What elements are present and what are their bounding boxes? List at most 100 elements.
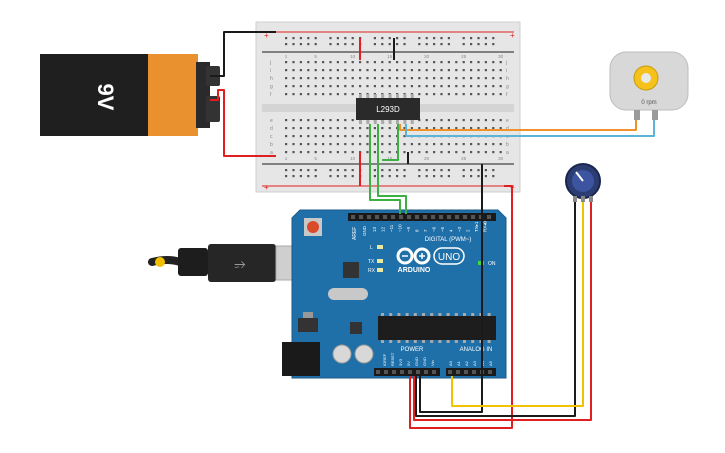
terminal-hole[interactable] — [484, 77, 487, 80]
rail-hole[interactable] — [388, 169, 391, 172]
terminal-hole[interactable] — [381, 143, 384, 146]
power-header-pin[interactable] — [424, 370, 428, 374]
terminal-hole[interactable] — [425, 77, 428, 80]
terminal-hole[interactable] — [388, 77, 391, 80]
terminal-hole[interactable] — [344, 93, 347, 96]
rail-hole[interactable] — [484, 169, 487, 172]
terminal-hole[interactable] — [396, 69, 399, 72]
terminal-hole[interactable] — [292, 93, 295, 96]
terminal-hole[interactable] — [470, 151, 473, 154]
header-pin[interactable] — [383, 215, 387, 219]
terminal-hole[interactable] — [455, 93, 458, 96]
rail-hole[interactable] — [388, 175, 391, 178]
rail-hole[interactable] — [299, 43, 302, 46]
rail-hole[interactable] — [314, 169, 317, 172]
terminal-hole[interactable] — [447, 151, 450, 154]
terminal-hole[interactable] — [418, 151, 421, 154]
terminal-hole[interactable] — [455, 77, 458, 80]
terminal-hole[interactable] — [299, 127, 302, 130]
terminal-hole[interactable] — [285, 85, 288, 88]
rail-hole[interactable] — [396, 175, 399, 178]
rail-hole[interactable] — [336, 169, 339, 172]
terminal-hole[interactable] — [403, 85, 406, 88]
rail-hole[interactable] — [307, 175, 310, 178]
terminal-hole[interactable] — [322, 77, 325, 80]
terminal-hole[interactable] — [425, 119, 428, 122]
terminal-hole[interactable] — [381, 69, 384, 72]
rail-hole[interactable] — [403, 169, 406, 172]
terminal-hole[interactable] — [307, 69, 310, 72]
rail-hole[interactable] — [396, 169, 399, 172]
header-pin[interactable] — [487, 215, 491, 219]
terminal-hole[interactable] — [440, 69, 443, 72]
rail-hole[interactable] — [292, 37, 295, 40]
terminal-hole[interactable] — [381, 61, 384, 64]
terminal-hole[interactable] — [299, 135, 302, 138]
rail-hole[interactable] — [329, 37, 332, 40]
terminal-hole[interactable] — [336, 69, 339, 72]
rail-hole[interactable] — [329, 175, 332, 178]
terminal-hole[interactable] — [299, 93, 302, 96]
terminal-hole[interactable] — [314, 69, 317, 72]
rail-hole[interactable] — [492, 169, 495, 172]
terminal-hole[interactable] — [499, 93, 502, 96]
rail-hole[interactable] — [292, 169, 295, 172]
terminal-hole[interactable] — [477, 85, 480, 88]
terminal-hole[interactable] — [329, 77, 332, 80]
rail-hole[interactable] — [425, 169, 428, 172]
terminal-hole[interactable] — [425, 143, 428, 146]
terminal-hole[interactable] — [403, 151, 406, 154]
terminal-hole[interactable] — [299, 69, 302, 72]
rail-hole[interactable] — [373, 43, 376, 46]
terminal-hole[interactable] — [322, 119, 325, 122]
terminal-hole[interactable] — [285, 77, 288, 80]
rail-hole[interactable] — [351, 43, 354, 46]
power-jack[interactable] — [282, 342, 320, 376]
terminal-hole[interactable] — [314, 127, 317, 130]
terminal-hole[interactable] — [351, 93, 354, 96]
terminal-hole[interactable] — [447, 61, 450, 64]
terminal-hole[interactable] — [433, 93, 436, 96]
rail-hole[interactable] — [447, 175, 450, 178]
wire-pot-signal[interactable] — [451, 202, 584, 407]
terminal-hole[interactable] — [292, 127, 295, 130]
rail-hole[interactable] — [484, 37, 487, 40]
terminal-hole[interactable] — [499, 61, 502, 64]
terminal-hole[interactable] — [366, 127, 369, 130]
terminal-hole[interactable] — [410, 69, 413, 72]
pot-pin-1[interactable] — [573, 196, 577, 202]
terminal-hole[interactable] — [499, 77, 502, 80]
terminal-hole[interactable] — [433, 143, 436, 146]
terminal-hole[interactable] — [425, 127, 428, 130]
terminal-hole[interactable] — [373, 143, 376, 146]
terminal-hole[interactable] — [425, 85, 428, 88]
rail-hole[interactable] — [314, 43, 317, 46]
terminal-hole[interactable] — [418, 69, 421, 72]
terminal-hole[interactable] — [410, 127, 413, 130]
rail-hole[interactable] — [425, 43, 428, 46]
terminal-hole[interactable] — [292, 85, 295, 88]
terminal-hole[interactable] — [388, 151, 391, 154]
terminal-hole[interactable] — [418, 85, 421, 88]
terminal-hole[interactable] — [410, 85, 413, 88]
terminal-hole[interactable] — [410, 151, 413, 154]
terminal-hole[interactable] — [477, 61, 480, 64]
bottom-header-pins[interactable] — [376, 370, 492, 374]
rail-hole[interactable] — [381, 169, 384, 172]
rail-hole[interactable] — [373, 169, 376, 172]
terminal-hole[interactable] — [484, 119, 487, 122]
terminal-hole[interactable] — [484, 127, 487, 130]
terminal-hole[interactable] — [470, 69, 473, 72]
rail-hole[interactable] — [307, 169, 310, 172]
terminal-hole[interactable] — [440, 151, 443, 154]
analog-header-pin[interactable] — [472, 370, 476, 374]
terminal-hole[interactable] — [381, 135, 384, 138]
rail-hole[interactable] — [470, 43, 473, 46]
rail-hole[interactable] — [492, 175, 495, 178]
rail-hole[interactable] — [470, 37, 473, 40]
terminal-hole[interactable] — [285, 127, 288, 130]
power-header-pin[interactable] — [408, 370, 412, 374]
terminal-hole[interactable] — [322, 69, 325, 72]
motor-terminal-2[interactable] — [652, 110, 658, 120]
terminal-hole[interactable] — [359, 143, 362, 146]
